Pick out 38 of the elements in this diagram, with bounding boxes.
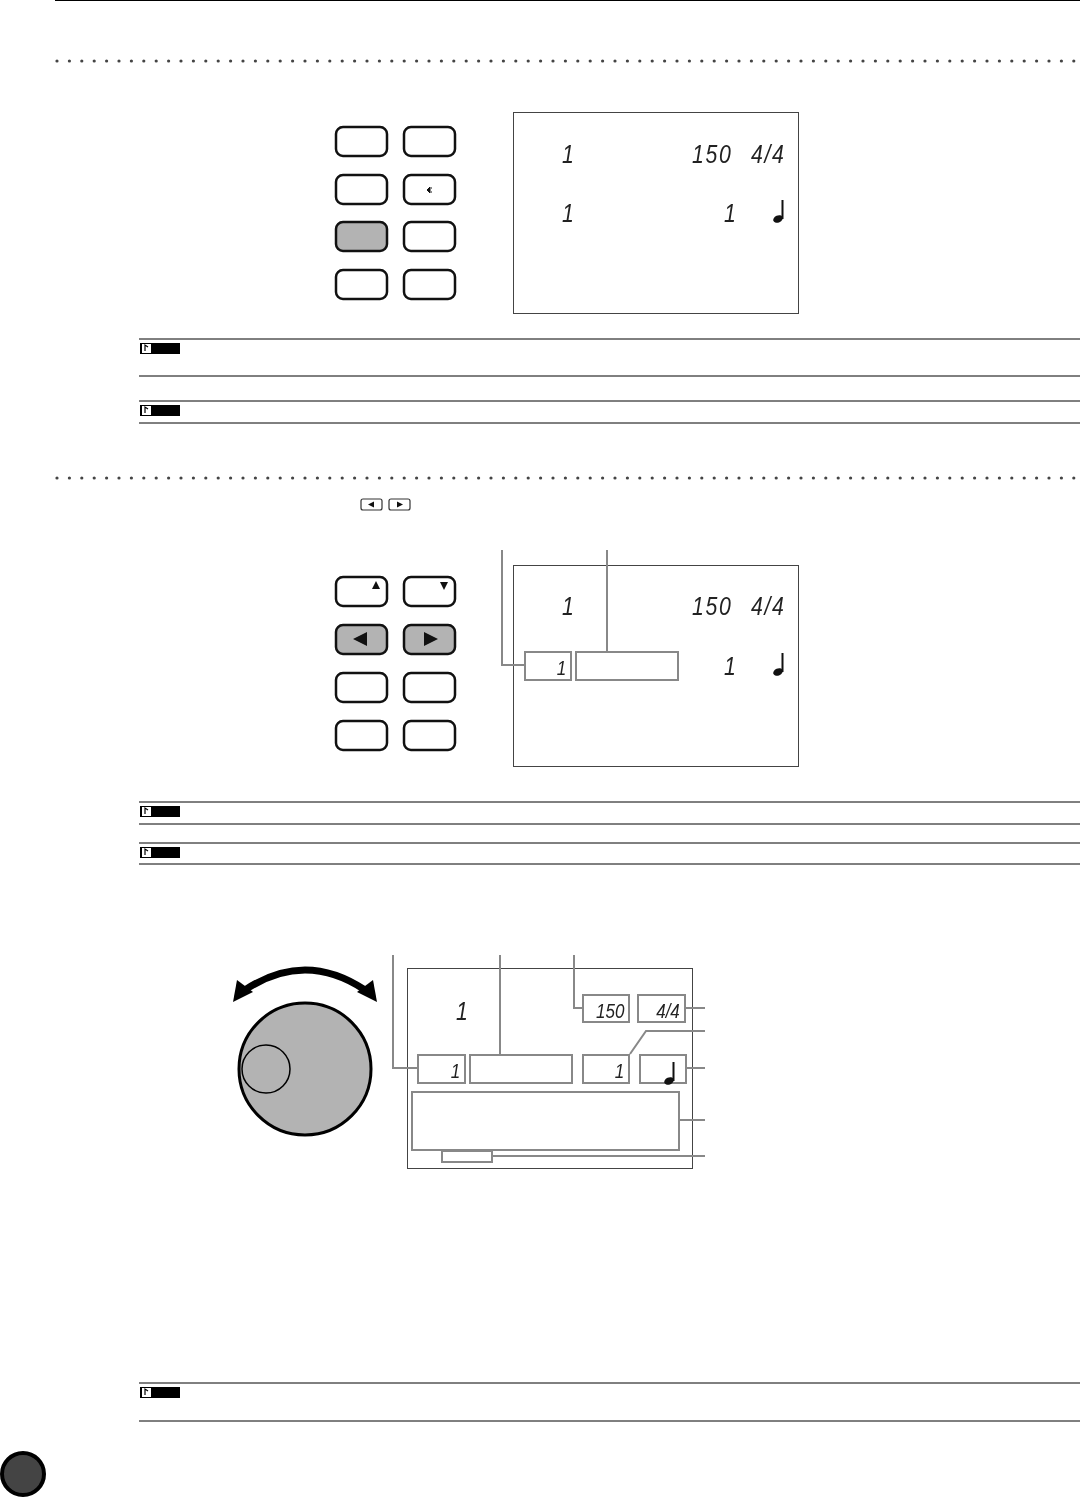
display-digits: 1 — [450, 1059, 460, 1084]
highlight-frame — [469, 1054, 573, 1084]
highlight-frame — [575, 651, 679, 681]
display-digits: 4/4 — [751, 142, 786, 167]
display-digits: 150 — [692, 142, 733, 167]
lcd-screen — [407, 968, 693, 1169]
display-digits: 1 — [562, 594, 576, 619]
display-digits: 4/4 — [751, 594, 786, 619]
leader-line — [629, 1030, 706, 1055]
highlight-frame — [582, 994, 630, 1023]
display-digits: 1 — [614, 1059, 624, 1084]
highlight-frame — [637, 994, 686, 1023]
leader-line — [501, 549, 525, 666]
leader-line — [573, 954, 583, 1009]
display-digits: 1 — [562, 142, 576, 167]
display-digits: 1 — [562, 201, 576, 226]
highlight-frame — [411, 1091, 680, 1151]
leader-line — [679, 1119, 706, 1121]
display-digits: 4/4 — [656, 999, 680, 1024]
highlight-frame — [582, 1054, 630, 1084]
display-digits: 1 — [724, 654, 738, 679]
leader-line — [606, 549, 608, 652]
lcd-screen — [513, 565, 799, 767]
display-digits: 150 — [692, 594, 733, 619]
display-digits: 1 — [724, 201, 738, 226]
highlight-frame — [639, 1054, 687, 1084]
highlight-frame — [441, 1150, 493, 1163]
leader-line — [392, 954, 418, 1069]
display-digits: 1 — [556, 656, 566, 681]
leader-line — [685, 1007, 706, 1009]
leader-line — [492, 1155, 706, 1157]
lcd-screen — [513, 112, 799, 314]
leader-line — [686, 1067, 706, 1069]
leader-line — [499, 954, 501, 1055]
highlight-frame — [417, 1054, 466, 1084]
display-digits: 150 — [595, 999, 624, 1024]
display-digits: 1 — [456, 999, 470, 1024]
highlight-frame — [524, 651, 572, 681]
